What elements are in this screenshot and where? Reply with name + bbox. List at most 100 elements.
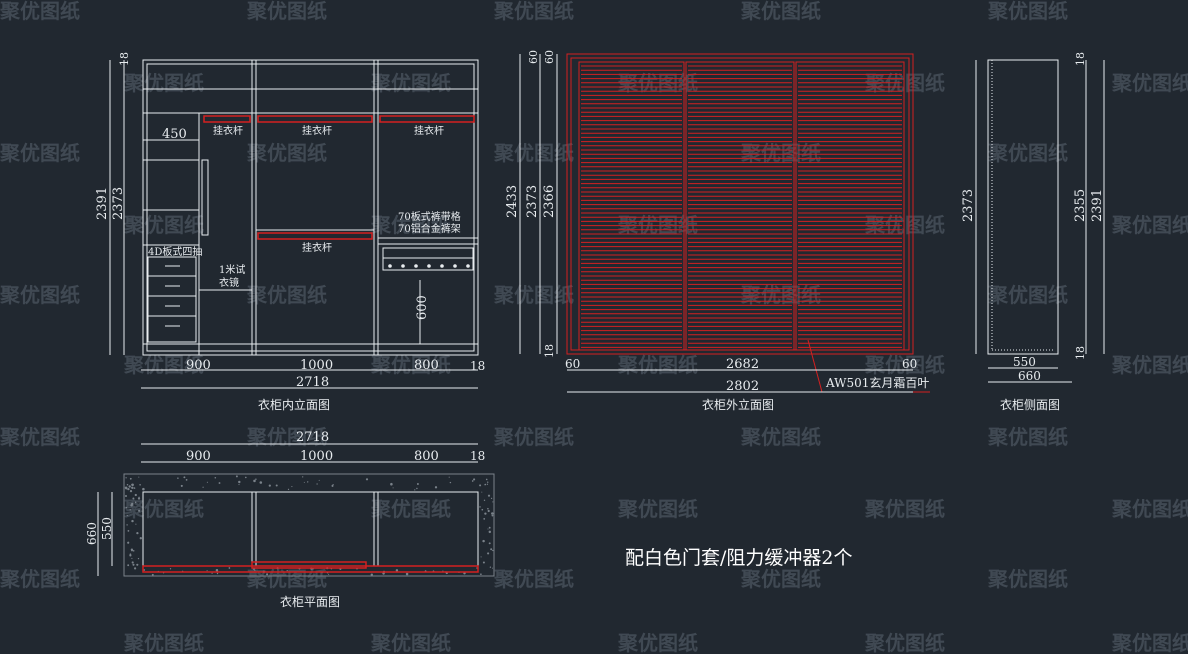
label-mirror-1: 1米试 bbox=[219, 263, 245, 276]
hatch-dot bbox=[127, 541, 130, 544]
hatch-dot bbox=[485, 478, 488, 481]
hatch-dot bbox=[275, 484, 278, 487]
hatch-dot bbox=[137, 497, 141, 500]
hatch-dot bbox=[488, 526, 491, 529]
hatch-dot bbox=[479, 506, 481, 508]
side-dim-depth-inner: 550 bbox=[1013, 355, 1036, 369]
hatch-dot bbox=[414, 489, 416, 491]
label-drawers: 4D板式四抽 bbox=[148, 245, 202, 258]
hatch-dot bbox=[134, 501, 137, 504]
hatch-dot bbox=[370, 573, 373, 576]
hatch-dot bbox=[125, 477, 127, 479]
hatch-dot bbox=[392, 487, 394, 489]
hatch-dot bbox=[491, 514, 494, 517]
dim-w1: 900 bbox=[186, 358, 211, 373]
hatch-dot bbox=[266, 573, 269, 576]
watermark-text: 聚优图纸 bbox=[0, 567, 80, 591]
hatch-dot bbox=[244, 476, 247, 479]
dim-left: 60 bbox=[565, 357, 580, 371]
dim-total-outer: 2802 bbox=[726, 379, 759, 394]
hatch-dot bbox=[202, 486, 204, 488]
side-dim-height: 2373 bbox=[961, 189, 976, 222]
hatch-dot bbox=[134, 493, 137, 497]
hardware-note: 配白色门套/阻力缓冲器2个 bbox=[625, 547, 853, 569]
hatch-dot bbox=[259, 481, 263, 484]
hatch-dot bbox=[365, 478, 369, 481]
hatch-dot bbox=[492, 501, 494, 503]
watermark-text: 聚优图纸 bbox=[987, 567, 1068, 591]
hatch-dot bbox=[206, 481, 208, 483]
watermark-text: 聚优图纸 bbox=[0, 425, 80, 449]
hatch-dot bbox=[216, 569, 218, 571]
trouser-rack-hooks bbox=[388, 264, 470, 268]
hatch-dot bbox=[328, 573, 330, 575]
hatch-dot bbox=[316, 483, 318, 485]
hatch-dot bbox=[486, 483, 489, 485]
hatch-dot bbox=[491, 512, 494, 515]
hatch-dot bbox=[131, 483, 133, 486]
hatch-dot bbox=[136, 531, 139, 535]
dim-w3: 800 bbox=[414, 358, 439, 373]
hatch-dot bbox=[416, 483, 419, 485]
watermark-text: 聚优图纸 bbox=[246, 141, 327, 165]
hatch-dot bbox=[488, 530, 492, 534]
hatch-dot bbox=[491, 567, 494, 569]
plan-dim-w2: 1000 bbox=[300, 449, 333, 464]
watermark-text: 聚优图纸 bbox=[246, 283, 327, 307]
watermark-text: 聚优图纸 bbox=[370, 353, 451, 377]
plan-dim-depth-outer: 660 bbox=[85, 522, 99, 545]
dim-right: 60 bbox=[902, 357, 917, 371]
hatch-dot bbox=[253, 479, 256, 483]
hatch-dot bbox=[302, 476, 304, 478]
watermark-text: 聚优图纸 bbox=[370, 497, 451, 521]
hatch-dot bbox=[487, 494, 491, 497]
hatch-dot bbox=[132, 563, 135, 566]
inner-elevation-view bbox=[142, 59, 479, 356]
watermark-text: 聚优图纸 bbox=[493, 425, 574, 449]
hatch-dot bbox=[331, 484, 334, 487]
hatch-dot bbox=[480, 573, 482, 576]
hatch-dot bbox=[405, 572, 409, 576]
hatch-dot bbox=[235, 475, 238, 478]
side-view bbox=[975, 59, 1105, 383]
watermark-text: 聚优图纸 bbox=[987, 425, 1068, 449]
hatch-dot bbox=[268, 484, 271, 487]
side-dim-h-outer: 2391 bbox=[1090, 189, 1105, 222]
hatch-dot bbox=[136, 563, 139, 566]
hatch-dot bbox=[484, 512, 487, 515]
hatch-dot bbox=[125, 506, 128, 509]
hatch-dot bbox=[448, 476, 450, 478]
watermark-text: 聚优图纸 bbox=[493, 141, 574, 165]
hatch-dot bbox=[131, 557, 133, 559]
watermark-text: 聚优图纸 bbox=[740, 425, 821, 449]
hatch-dot bbox=[129, 477, 132, 480]
side-dim-top: 18 bbox=[1074, 52, 1087, 66]
hatch-dot bbox=[131, 486, 134, 490]
dim-mid: 2682 bbox=[726, 357, 759, 372]
side-dim-bottom: 18 bbox=[1074, 346, 1087, 360]
label-trouser-2: 70铝合金裤架 bbox=[398, 222, 461, 235]
door-label: AW501玄月霜百叶 bbox=[825, 375, 929, 390]
watermark-text: 聚优图纸 bbox=[617, 353, 698, 377]
hatch-dot bbox=[471, 480, 474, 482]
hatch-dot bbox=[416, 487, 418, 490]
hatch-dot bbox=[135, 523, 137, 525]
hatch-dot bbox=[483, 518, 486, 520]
hatch-dot bbox=[126, 524, 128, 526]
hatch-dot bbox=[206, 570, 208, 572]
hatch-dot bbox=[482, 561, 485, 564]
watermark-text: 聚优图纸 bbox=[370, 631, 451, 654]
watermark-text: 聚优图纸 bbox=[617, 631, 698, 654]
hatch-dot bbox=[134, 567, 137, 570]
hatch-dot bbox=[180, 484, 183, 487]
hatch-dot bbox=[490, 497, 493, 500]
hatch-dot bbox=[183, 476, 186, 479]
plan-dim-depth-inner: 550 bbox=[100, 517, 114, 540]
watermark-text: 聚优图纸 bbox=[740, 0, 821, 23]
dim-top-1: 60 bbox=[527, 50, 540, 64]
watermark-text: 聚优图纸 bbox=[740, 141, 821, 165]
title-side-view: 衣柜侧面图 bbox=[1000, 397, 1060, 412]
hatch-dot bbox=[142, 487, 145, 491]
title-outer-elevation: 衣柜外立面图 bbox=[702, 397, 774, 412]
dim-total: 2718 bbox=[296, 375, 329, 390]
